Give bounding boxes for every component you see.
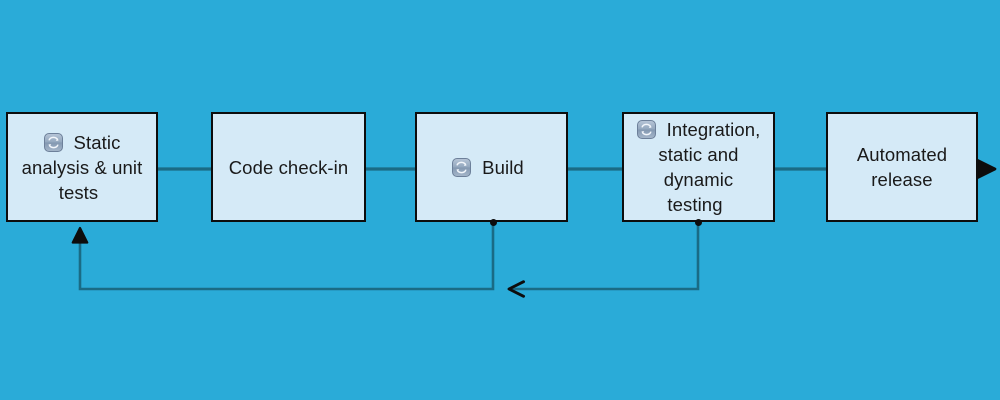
node-label: Integration, static and dynamic testing xyxy=(658,119,761,215)
edge-testing-feedback-loop xyxy=(507,224,700,298)
node-code-check-in[interactable]: Code check-in xyxy=(211,112,366,222)
node-integration-testing[interactable]: Integration, static and dynamic testing xyxy=(622,112,775,222)
node-label: Build xyxy=(482,156,524,178)
node-label: Automated release xyxy=(856,144,948,190)
node-build[interactable]: Build xyxy=(415,112,568,222)
node-label: Static analysis & unit tests xyxy=(21,131,143,203)
node-static-analysis[interactable]: Static analysis & unit tests xyxy=(6,112,158,222)
sync-loop-icon xyxy=(636,120,656,139)
sync-loop-icon xyxy=(43,132,63,152)
edge-build-feedback-loop xyxy=(71,224,495,291)
testing-bottom-connection-dot xyxy=(694,218,702,226)
node-automated-release[interactable]: Automated release xyxy=(826,112,978,222)
node-label: Code check-in xyxy=(228,156,349,178)
build-bottom-connection-dot xyxy=(489,218,497,226)
sync-loop-icon xyxy=(452,157,472,177)
